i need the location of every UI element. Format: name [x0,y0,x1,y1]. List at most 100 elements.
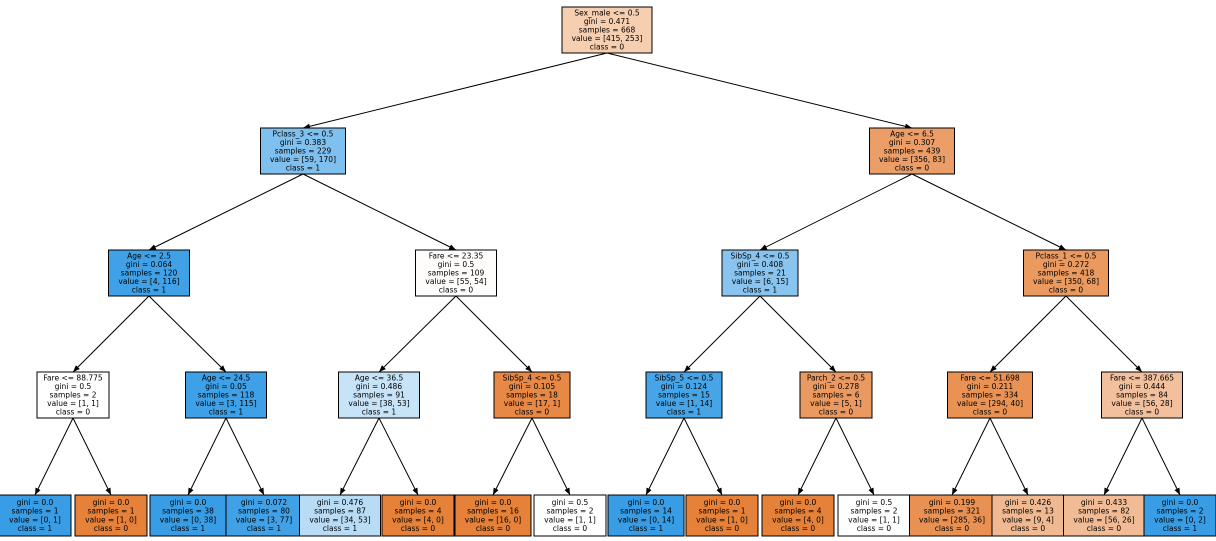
tree-node-line: class = 0 [515,408,550,417]
tree-node-box [869,127,955,175]
tree-node-box [533,494,607,537]
tree-edge-n5-n11 [683,295,761,373]
tree-node-box [721,249,799,297]
tree-node-line: class = 0 [705,524,740,533]
tree-node-line: Fare <= 387.665 [1110,373,1174,382]
tree-node-line: samples = 14 [620,507,672,516]
tree-edge-n4-n9 [378,295,457,373]
tree-node-line: gini = 0.444 [1119,382,1165,391]
tree-node-box [338,371,420,419]
tree-edge-n7-n16 [72,417,112,496]
tree-node-line: samples = 1 [699,507,746,516]
tree-node-line: value = [1, 1] [544,515,596,524]
tree-node-box [685,494,759,537]
tree-node-line: gini = 0.0 [780,498,817,507]
tree-edge-n14-n30 [1141,417,1181,496]
tree-node-line: gini = 0.426 [1005,498,1051,507]
tree-node-line: samples = 2 [547,507,594,516]
tree-node-line: value = [415, 253] [572,34,643,43]
tree-node-box [36,371,110,419]
tree-node-line: SibSp_5 <= 0.5 [655,373,714,382]
tree-node-line: gini = 0.408 [737,260,783,269]
tree-node-line: gini = 0.486 [356,382,402,391]
tree-node-line: samples = 13 [1002,507,1054,516]
tree-node-line: Sex_male <= 0.5 [574,8,640,17]
tree-node-line: class = 0 [781,524,816,533]
tree-node-line: value = [1, 0] [85,515,137,524]
tree-node-line: value = [56, 28] [1111,399,1172,408]
tree-edge-n10-n22 [531,417,571,496]
tree-edge-n8-n18 [225,417,265,496]
tree-node-line: value = [0, 1] [9,515,61,524]
tree-node-line: gini = 0.124 [661,382,707,391]
tree-node-line: value = [4, 0] [772,515,824,524]
tree-node-line: samples = 120 [121,269,178,278]
tree-node-line: class = 0 [439,286,474,295]
tree-edge-n8-n17 [187,417,227,496]
tree-node-line: samples = 4 [395,507,442,516]
tree-node-box [74,494,148,537]
tree-node-line: Fare <= 88.775 [43,373,103,382]
tree-edge-n0-n2 [606,52,913,130]
tree-node-line: gini = 0.0 [475,498,512,507]
tree-node-line: samples = 2 [851,507,898,516]
tree-node-line: gini = 0.278 [813,382,859,391]
tree-node-line: gini = 0.307 [889,138,935,147]
tree-node-line: value = [0, 38] [160,515,217,524]
tree-node-line: samples = 2 [50,391,97,400]
tree-node-line: value = [350, 68] [1033,277,1099,286]
tree-node-line: value = [4, 116] [118,277,179,286]
tree-node-line: class = 0 [94,524,129,533]
tree-node-line: Age <= 36.5 [355,373,404,382]
tree-edge-n4-n10 [455,295,533,373]
tree-node-line: gini = 0.072 [241,498,287,507]
tree-node-line: value = [3, 115] [195,399,256,408]
tree-node-line: value = [1, 1] [47,399,99,408]
tree-node-line: samples = 334 [962,391,1019,400]
tree-node-line: gini = 0.211 [967,382,1013,391]
tree-node-box [225,494,303,537]
tree-node-box [799,371,873,419]
tree-edge-n2-n6 [911,173,1067,251]
tree-node-box [561,6,653,54]
tree-node-line: Pclass_3 <= 0.5 [273,129,334,138]
tree-edge-n5-n12 [759,295,837,373]
tree-node-line: value = [1, 14] [656,399,713,408]
tree-edge-n7-n15 [34,417,74,496]
tree-node-line: value = [16, 0] [465,515,522,524]
tree-edge-n12-n25 [797,417,837,496]
tree-node-line: class = 0 [401,524,436,533]
tree-edge-n14-n29 [1103,417,1143,496]
tree-node-line: gini = 0.0 [17,498,54,507]
tree-edge-n13-n28 [989,417,1029,496]
tree-node-line: value = [3, 77] [236,515,293,524]
tree-node-line: class = 0 [1087,524,1122,533]
tree-edge-n1-n3 [148,173,304,251]
tree-node-line: class = 0 [476,524,511,533]
tree-node-line: gini = 0.5 [856,498,893,507]
tree-node-line: gini = 0.0 [93,498,130,507]
tree-node-line: class = 1 [286,164,321,173]
tree-node-line: value = [356, 83] [879,155,945,164]
tree-node-line: gini = 0.471 [584,17,630,26]
tree-node-line: samples = 439 [884,147,941,156]
tree-node-box [1023,249,1109,297]
tree-edge-n3-n7 [72,295,150,373]
tree-node-line: class = 0 [973,408,1008,417]
tree-node-box [909,494,995,537]
tree-edge-n12-n26 [835,417,875,496]
tree-node-line: gini = 0.5 [552,498,589,507]
tree-node-line: Fare <= 23.35 [429,251,484,260]
